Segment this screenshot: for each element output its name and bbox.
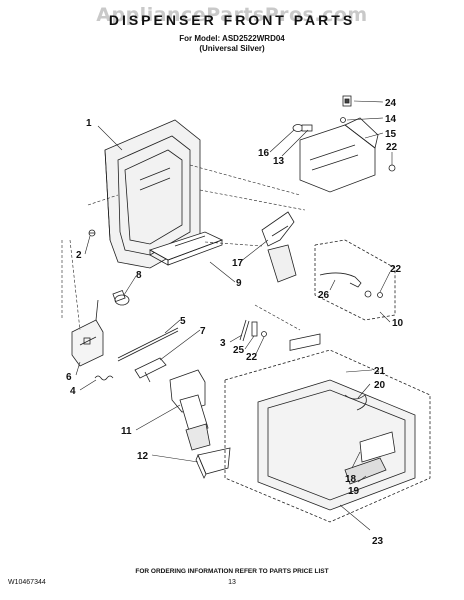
callout-3: 3 [220,338,226,349]
callout-18: 18 [345,474,357,485]
callout-5: 5 [180,316,186,327]
page-number: 13 [228,579,236,586]
part-3-bracket [239,319,250,342]
part-11-paddle-arm [169,369,211,451]
callout-7: 7 [200,326,206,337]
part-25-clip [251,321,258,337]
model-line: For Model: ASD2522WRD04 [179,34,285,43]
callout-23: 23 [372,536,384,547]
part-24-clip [342,95,352,107]
callout-19: 19 [348,486,360,497]
part-20-harness [344,394,367,411]
document-number: W10467344 [8,579,46,586]
part-8-component [112,290,130,306]
callout-13: 13 [273,156,285,167]
page-title: DISPENSER FRONT PARTS [108,12,356,28]
part-7-lever [134,357,167,383]
assembly-guide-lines [61,164,306,331]
callout-1: 1 [86,118,92,129]
part-23-front-panel [224,333,431,523]
part-10-26-group [314,239,396,321]
callout-20: 20 [374,380,386,391]
callout-22-mid: 22 [246,352,258,363]
part-12-cup [195,447,231,479]
part-2-screw [88,229,96,237]
variant-line: (Universal Silver) [199,44,265,53]
callout-4: 4 [70,386,76,397]
callout-9: 9 [236,278,242,289]
callout-25: 25 [233,345,245,356]
callout-14: 14 [385,114,397,125]
callout-17: 17 [232,258,244,269]
callout-22-top: 22 [386,142,398,153]
callout-26: 26 [318,290,330,301]
part-16-bulb [292,124,313,132]
callout-6: 6 [66,372,72,383]
part-14-screw [340,117,346,123]
callout-8: 8 [136,270,142,281]
part-4-spring [94,375,114,381]
callout-15: 15 [385,129,397,140]
part-9-drip-tray [149,231,224,266]
leader-lines [75,100,393,531]
callout-11: 11 [121,426,132,437]
part-6-switch [71,299,104,367]
part-15-bracket [299,117,379,193]
part-5-rod [117,327,179,362]
part-17-paddle [261,211,297,283]
watermark-logo: AppliancePartsPros.com [96,4,368,26]
part-22-screw-mid [261,292,383,337]
callout-16: 16 [258,148,270,159]
callout-21: 21 [374,366,386,377]
callout-24: 24 [385,98,397,109]
part-22-screw-top [388,164,396,172]
callout-10: 10 [392,318,404,329]
callout-2: 2 [76,250,82,261]
callout-22-right: 22 [390,264,402,275]
ordering-note: FOR ORDERING INFORMATION REFER TO PARTS … [135,568,329,575]
callout-12: 12 [137,451,149,462]
